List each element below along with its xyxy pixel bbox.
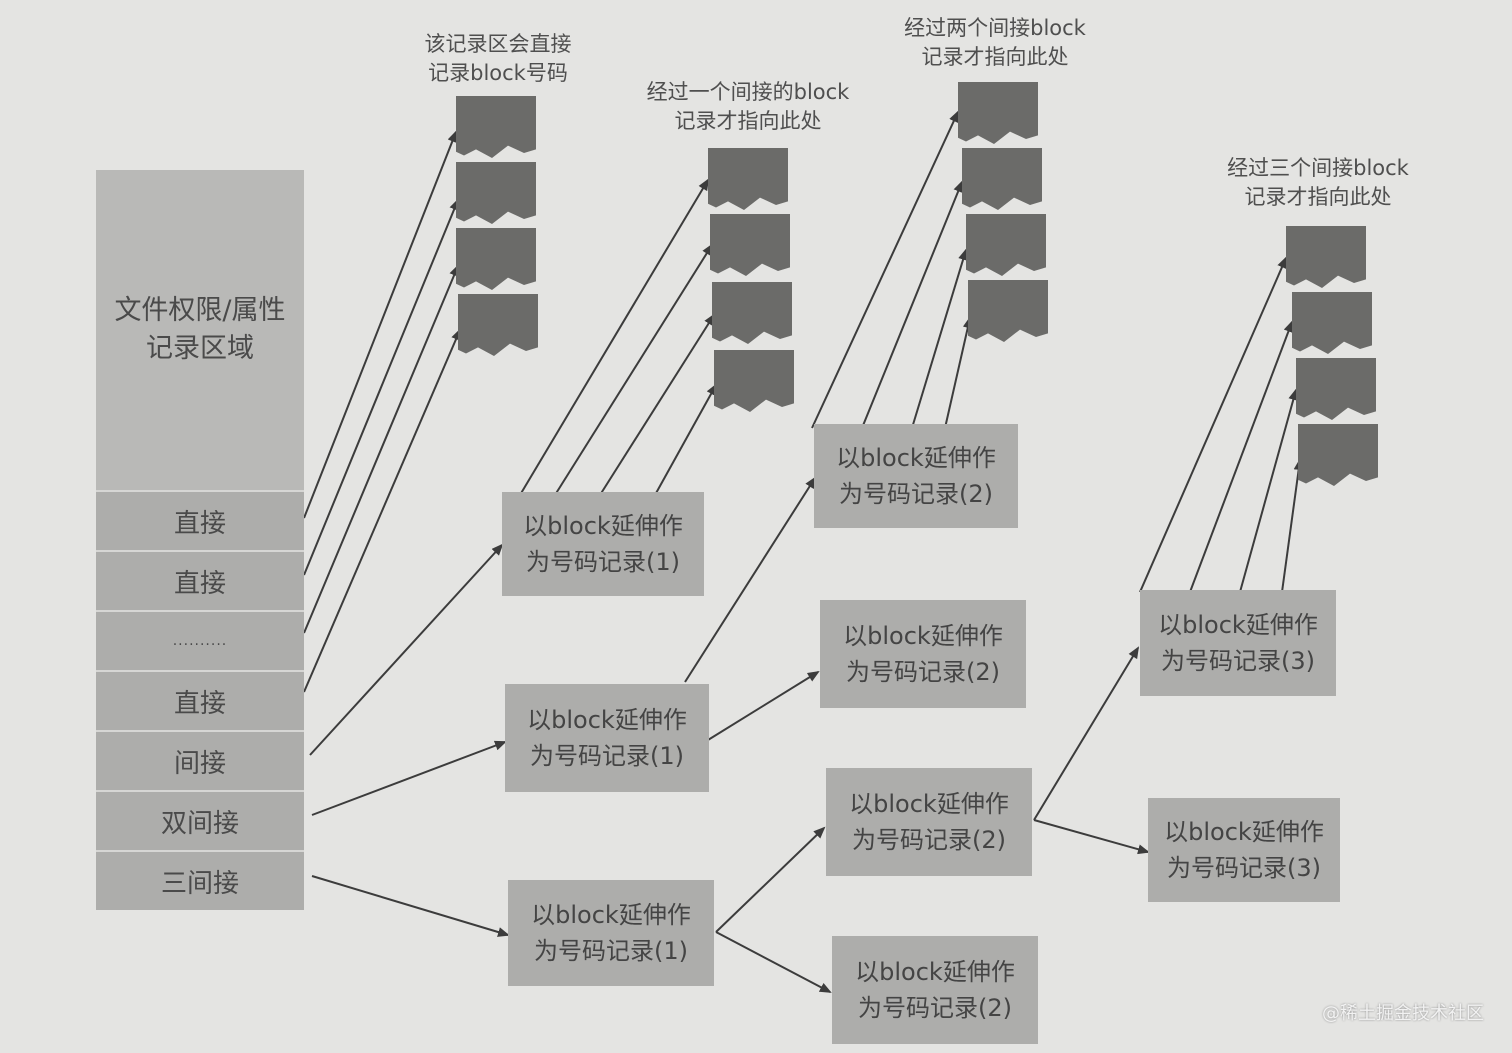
record-box-level1-double: 以block延伸作为号码记录(1) (505, 684, 709, 792)
arrow-triple-l1-b (715, 931, 832, 993)
record-line: 以block延伸作 (1158, 611, 1318, 639)
pointer-triple-indirect: 三间接 (96, 850, 304, 910)
arrow-triple-block-2 (1189, 320, 1294, 593)
pointer-direct-3: 直接 (96, 670, 304, 730)
arrow-double (311, 740, 507, 816)
caption-line: 记录才指向此处 (921, 45, 1069, 69)
record-line: 为号码记录(2) (839, 480, 993, 508)
record-line: 以block延伸作 (531, 901, 691, 929)
record-line: 为号码记录(2) (852, 826, 1006, 854)
pointer-direct-1: 直接 (96, 490, 304, 550)
record-box-level2-double-b: 以block延伸作为号码记录(2) (820, 600, 1026, 708)
record-line: 以block延伸作 (855, 958, 1015, 986)
data-block-direct-1 (456, 96, 536, 158)
record-box-level3-a: 以block延伸作为号码记录(3) (1140, 590, 1336, 696)
data-block-direct-2 (456, 162, 536, 224)
record-box-level1-triple: 以block延伸作为号码记录(1) (508, 880, 714, 986)
arrow-triple-l2-a (1033, 646, 1140, 821)
arrow-triple-l2-b (1033, 819, 1150, 855)
arrow-single-block-4 (654, 383, 717, 496)
record-line: 为号码记录(2) (846, 658, 1000, 686)
data-block-triple-1 (1286, 226, 1366, 288)
caption-line: 经过三个间接block (1227, 156, 1409, 180)
arrow-double-block-3 (911, 248, 968, 429)
record-line: 为号码记录(1) (530, 742, 684, 770)
record-line: 为号码记录(3) (1161, 647, 1315, 675)
caption-line: 经过两个间接block (904, 16, 1086, 40)
arrow-double-block-4 (944, 316, 973, 429)
record-line: 以block延伸作 (527, 706, 687, 734)
data-block-triple-3 (1296, 358, 1376, 420)
pointer-indirect: 间接 (96, 730, 304, 790)
record-box-level3-b: 以block延伸作为号码记录(3) (1148, 798, 1340, 902)
data-block-triple-2 (1292, 292, 1372, 354)
record-line: 为号码记录(1) (526, 548, 680, 576)
record-box-level2-triple-a: 以block延伸作为号码记录(2) (826, 768, 1032, 876)
caption-line: 记录block号码 (428, 61, 568, 85)
record-line: 为号码记录(3) (1167, 854, 1321, 882)
caption-double: 经过两个间接block 记录才指向此处 (880, 14, 1110, 72)
data-block-single-1 (708, 148, 788, 210)
record-box-level2-double-a: 以block延伸作为号码记录(2) (814, 424, 1018, 528)
pointer-direct-2: 直接 (96, 550, 304, 610)
attribute-area: 文件权限/属性 记录区域 (96, 170, 304, 490)
pointer-double-indirect: 双间接 (96, 790, 304, 850)
inode-table: 文件权限/属性 记录区域 直接 直接 .......... 直接 间接 双间接 … (96, 170, 304, 910)
pointer-ellipsis: .......... (96, 610, 304, 670)
caption-direct: 该记录区会直接 记录block号码 (398, 30, 598, 88)
caption-line: 记录才指向此处 (1244, 185, 1392, 209)
arrow-indirect (309, 543, 504, 756)
arrow-triple-block-1 (1139, 256, 1287, 593)
arrow-triple-block-3 (1239, 388, 1299, 593)
data-block-double-3 (966, 214, 1046, 276)
data-block-double-2 (962, 148, 1042, 210)
arrow-single-block-1 (519, 178, 710, 496)
caption-line: 该记录区会直接 (424, 32, 572, 56)
attribute-area-line-1: 文件权限/属性 (114, 295, 286, 326)
caption-single: 经过一个间接的block 记录才指向此处 (628, 78, 868, 136)
record-box-level2-triple-b: 以block延伸作为号码记录(2) (832, 936, 1038, 1044)
caption-line: 经过一个间接的block (646, 80, 850, 104)
data-block-double-1 (958, 82, 1038, 144)
data-block-direct-4 (458, 294, 538, 356)
data-block-single-2 (710, 214, 790, 276)
arrow-triple-l1-a (715, 826, 826, 933)
caption-line: 记录才指向此处 (674, 109, 822, 133)
arrow-single-block-3 (599, 313, 716, 496)
record-line: 以block延伸作 (1164, 818, 1324, 846)
arrow-double-block-1 (811, 110, 959, 429)
arrow-double-l1-b (707, 670, 820, 741)
record-line: 以block延伸作 (836, 444, 996, 472)
arrow-triple (311, 875, 510, 937)
arrow-direct-4 (303, 328, 461, 693)
arrow-double-l1-a (684, 476, 817, 683)
caption-triple: 经过三个间接block 记录才指向此处 (1208, 154, 1428, 212)
arrow-triple-block-4 (1281, 458, 1304, 593)
arrow-direct-3 (303, 264, 459, 634)
data-block-triple-4 (1298, 424, 1378, 486)
record-line: 为号码记录(1) (534, 937, 688, 965)
record-line: 以block延伸作 (523, 512, 683, 540)
watermark: @稀土掘金技术社区 (1322, 1003, 1484, 1024)
arrow-direct-2 (303, 198, 459, 576)
data-block-single-4 (714, 350, 794, 412)
record-box-level1-indirect: 以block延伸作为号码记录(1) (502, 492, 704, 596)
record-line: 以block延伸作 (843, 622, 1003, 650)
arrow-direct-1 (303, 130, 457, 519)
record-line: 为号码记录(2) (858, 994, 1012, 1022)
data-block-single-3 (712, 282, 792, 344)
data-block-double-4 (968, 280, 1048, 342)
arrow-single-block-2 (554, 243, 714, 496)
arrow-double-block-2 (861, 180, 963, 429)
data-block-direct-3 (456, 228, 536, 290)
record-line: 以block延伸作 (849, 790, 1009, 818)
attribute-area-line-2: 记录区域 (145, 333, 254, 364)
